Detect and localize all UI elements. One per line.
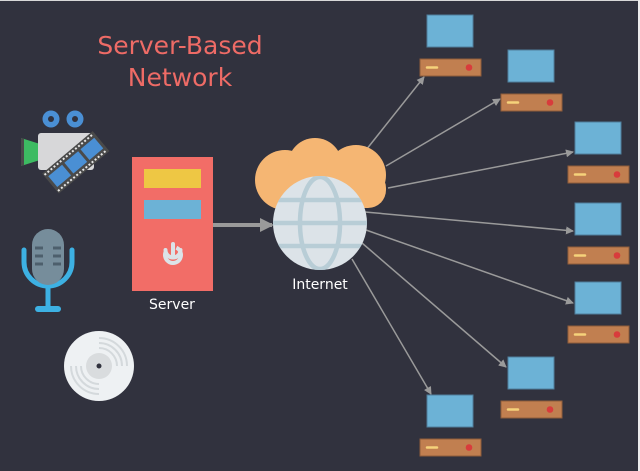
connection-client-2 [385,98,501,167]
server-slot-yellow [144,169,201,188]
connection-client-5 [365,229,574,305]
monitor-screen [574,281,622,315]
right-border [638,0,640,471]
client-computer-3[interactable] [567,121,630,184]
client-computer-7[interactable] [419,394,482,457]
globe-icon [273,176,367,270]
monitor-screen [574,121,622,155]
power-led [613,171,621,178]
title-line-2: Network [127,63,233,92]
diagram-title: Server-Based Network [60,30,300,94]
computer-case [567,246,630,265]
power-led [465,444,473,451]
client-computer-1[interactable] [419,14,482,77]
monitor-screen [426,14,474,48]
server-label: Server [149,297,195,313]
connection-client-7 [351,258,432,395]
connection-client-4 [364,211,574,235]
server-node[interactable] [132,157,213,291]
monitor-screen [507,49,555,83]
connection-client-3 [387,149,574,189]
server-slot-blue [144,200,201,219]
power-led [613,331,621,338]
connection-client-1 [365,76,425,151]
power-led [465,64,473,71]
power-icon [163,242,183,265]
microphone-icon [21,229,75,312]
monitor-screen [507,356,555,390]
power-led [546,99,554,106]
power-led [613,252,621,259]
connection-client-6 [361,242,507,368]
connections [351,76,574,395]
title-line-1: Server-Based [97,31,263,60]
computer-case [419,58,482,77]
power-led [546,406,554,413]
internet-label: Internet [292,277,348,293]
client-computer-4[interactable] [567,202,630,265]
monitor-screen [426,394,474,428]
internet-node[interactable] [255,138,386,270]
monitor-screen [574,202,622,236]
client-computer-2[interactable] [500,49,563,112]
client-computer-5[interactable] [567,281,630,344]
computer-case [567,165,630,184]
computer-case [567,325,630,344]
top-border [0,0,640,1]
computer-case [500,400,563,419]
computer-case [419,438,482,457]
computer-case [500,93,563,112]
video-camera-film-icon [21,110,110,194]
client-computer-6[interactable] [500,356,563,419]
vinyl-disc-icon [64,331,134,401]
